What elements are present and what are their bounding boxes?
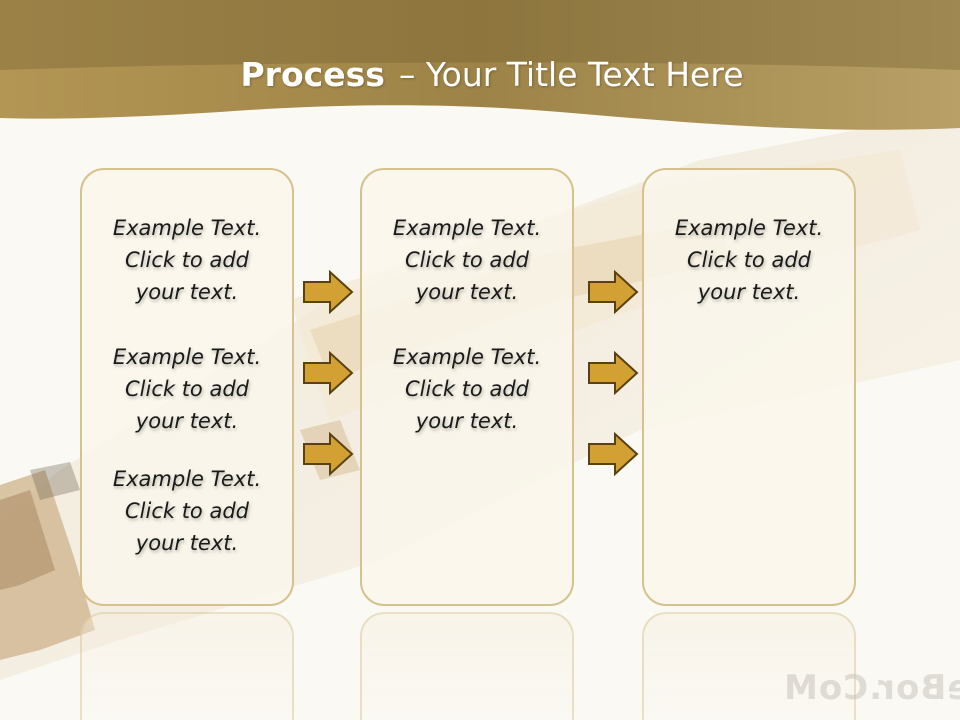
right-arrow-icon (588, 432, 639, 476)
watermark: eBor.CoM (782, 668, 960, 708)
box-1-reflection (80, 612, 294, 720)
right-arrow-icon (303, 270, 354, 314)
box-2-reflection (360, 612, 574, 720)
process-step-1-box[interactable]: Example Text. Click to add your text. Ex… (80, 168, 294, 606)
right-arrow-icon (303, 351, 354, 395)
process-step-2-box[interactable]: Example Text. Click to add your text. Ex… (360, 168, 574, 606)
title-rest-part: – Your Title Text Here (398, 55, 744, 94)
slide-title[interactable]: Process – Your Title Text Here (0, 52, 960, 98)
step-2-text-2[interactable]: Example Text. Click to add your text. (392, 345, 542, 433)
box-3-reflection (642, 612, 856, 720)
step-1-text-3[interactable]: Example Text. Click to add your text. (112, 467, 262, 555)
step-2-text-1[interactable]: Example Text. Click to add your text. (392, 216, 542, 304)
step-1-text-2[interactable]: Example Text. Click to add your text. (112, 345, 262, 433)
step-3-text-1[interactable]: Example Text. Click to add your text. (674, 216, 824, 304)
right-arrow-icon (588, 270, 639, 314)
right-arrow-icon (303, 432, 354, 476)
process-step-3-box[interactable]: Example Text. Click to add your text. (642, 168, 856, 606)
title-bold-part: Process (240, 55, 385, 94)
step-1-text-1[interactable]: Example Text. Click to add your text. (112, 216, 262, 304)
right-arrow-icon (588, 351, 639, 395)
